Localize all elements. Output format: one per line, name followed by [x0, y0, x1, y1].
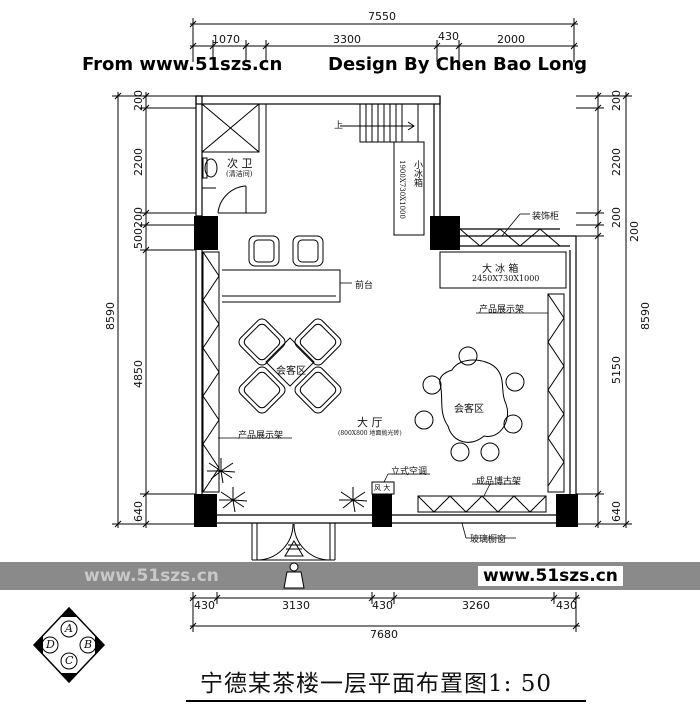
label-meeting-right: 会客区 — [454, 404, 484, 415]
label-toilet: 次 卫 — [227, 157, 253, 170]
header-designer: Design By Chen Bao Long — [328, 54, 588, 75]
label-ac: 立式空调 — [391, 467, 428, 477]
exterior-walls — [195, 95, 577, 524]
label-hall-sub: (800X800 地面抛光砖) — [338, 430, 402, 437]
dim-top-2: 3300 — [333, 33, 361, 46]
dim-right-3: 200 — [610, 207, 623, 228]
dim-bottom-total: 7680 — [370, 628, 398, 641]
dim-left-6: 640 — [132, 501, 145, 522]
toilet-room — [201, 103, 267, 214]
entrance-figure — [283, 562, 305, 589]
logo-letter-a: A — [65, 622, 73, 635]
dim-left-3: 200 — [132, 207, 145, 228]
right-meeting-set — [414, 346, 525, 462]
dim-left-5: 4850 — [132, 360, 145, 388]
dim-top-1: 1070 — [212, 33, 240, 46]
desk-chairs — [248, 235, 324, 267]
title-underline — [186, 700, 586, 702]
label-toilet-sub: (清洁间) — [226, 170, 253, 178]
left-display-shelf — [202, 251, 220, 493]
label-small-fridge-size: 1900X730X1000 — [398, 160, 406, 219]
bottom-dimension-lines — [189, 592, 580, 632]
logo-letter-d: D — [46, 638, 55, 651]
label-antique-shelf: 成品博古架 — [476, 477, 522, 487]
dim-right-1: 200 — [610, 90, 623, 111]
label-small-fridge: 小冰箱 — [412, 160, 422, 187]
dim-right-2: 2200 — [610, 148, 623, 176]
decor-cabinet-zigzag — [459, 228, 561, 247]
dim-right-4: 200 — [628, 221, 641, 242]
plants — [207, 458, 368, 513]
structural-columns — [194, 216, 578, 527]
drawing-title: 宁德某茶楼一层平面布置图1: 50 — [200, 671, 552, 697]
dim-top-3: 430 — [438, 30, 459, 43]
label-ac-box: 风 大 — [374, 484, 391, 492]
label-big-fridge: 大 冰 箱 — [482, 264, 519, 275]
label-decor-cabinet: 装饰柜 — [532, 212, 560, 222]
label-display-shelf-right: 产品展示架 — [479, 305, 525, 315]
dim-right-6: 640 — [610, 501, 623, 522]
entrance-doors — [251, 523, 336, 561]
dim-top-total: 7550 — [368, 10, 396, 23]
dim-bottom-1: 430 — [194, 599, 215, 612]
logo-letter-b: B — [84, 638, 93, 651]
dim-left-4: 500 — [132, 228, 145, 249]
left-dimension-lines — [112, 92, 196, 528]
small-fridge-outline — [393, 141, 425, 236]
left-meeting-set — [238, 318, 342, 414]
dim-top-4: 2000 — [497, 33, 525, 46]
label-display-shelf-left: 产品展示架 — [238, 431, 284, 441]
watermark-left: www.51szs.cn — [84, 566, 219, 586]
header-source: From www.51szs.cn — [82, 54, 283, 75]
dim-left-total: 8590 — [104, 302, 117, 330]
label-front-desk: 前台 — [355, 281, 374, 291]
label-glass-window: 玻璃橱窗 — [470, 535, 507, 545]
dim-right-5: 5150 — [610, 356, 623, 384]
label-big-fridge-size: 2450X730X1000 — [472, 274, 540, 283]
dim-left-1: 200 — [132, 90, 145, 111]
dim-left-2: 2200 — [132, 148, 145, 176]
leader-lines — [218, 213, 548, 539]
big-fridge-outline — [439, 251, 567, 289]
top-dimension-lines — [189, 18, 578, 62]
stairs — [340, 103, 419, 143]
entrance-ornament — [284, 540, 304, 557]
dim-bottom-2: 3130 — [282, 599, 310, 612]
label-hall: 大 厅 — [357, 416, 383, 429]
right-display-shelf — [547, 293, 565, 493]
label-stair-up: 上 — [334, 121, 344, 131]
designer-logo — [32, 606, 106, 684]
dim-bottom-4: 3260 — [462, 599, 490, 612]
dim-bottom-5: 430 — [556, 599, 577, 612]
right-dimension-lines — [576, 92, 632, 528]
dim-right-total: 8590 — [639, 302, 652, 330]
front-desk — [222, 269, 341, 303]
logo-letter-c: C — [65, 654, 74, 667]
watermark-right: www.51szs.cn — [478, 566, 623, 586]
antique-shelf — [417, 495, 547, 513]
dim-bottom-3: 430 — [372, 599, 393, 612]
label-meeting-left: 会客区 — [276, 366, 306, 377]
